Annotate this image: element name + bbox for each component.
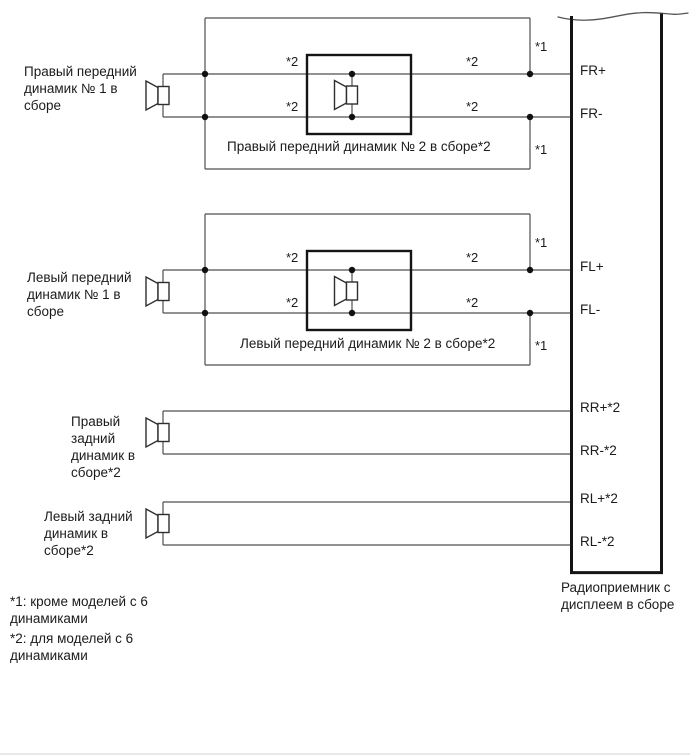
star2-annotation: *2 (286, 54, 299, 69)
fl-speaker2-icon (333, 275, 359, 307)
rr-wires (162, 410, 571, 455)
label-front-left-speaker1: Левый передний динамик № 1 в сборе (27, 270, 132, 319)
torn-edge-line (557, 11, 689, 21)
junction-dot (201, 70, 209, 78)
radio-unit-box (557, 11, 689, 575)
star1-annotation: *1 (535, 235, 548, 250)
port-label-fr-minus: FR- (580, 106, 603, 121)
junction-dot (526, 70, 534, 78)
star2-annotation: *2 (286, 295, 299, 310)
star2-annotation: *2 (286, 99, 299, 114)
rl-wires (162, 501, 571, 546)
label-rear-left-speaker: Левый задний динамик в сборе*2 (44, 509, 133, 558)
front-left-circuit (145, 213, 571, 366)
front-right-circuit (145, 17, 571, 170)
star2-annotation: *2 (466, 250, 479, 265)
fr-wires (162, 73, 571, 118)
star2-annotation: *2 (466, 54, 479, 69)
junction-dot (201, 266, 209, 274)
junction-dot (348, 309, 356, 317)
label-front-left-speaker2: Левый передний динамик № 2 в сборе*2 (240, 336, 496, 351)
label-radio-unit: Радиоприемник с дисплеем в сборе (561, 580, 675, 612)
fl-wires (162, 269, 571, 314)
fr-bypass-loop (204, 17, 531, 170)
star2-annotation: *2 (286, 250, 299, 265)
label-rear-right-speaker: Правый задний динамик в сборе*2 (71, 414, 136, 480)
port-label-rr-minus: RR-*2 (580, 443, 617, 458)
label-front-right-speaker2: Правый передний динамик № 2 в сборе*2 (227, 139, 491, 154)
footnote-star2: *2: для моделей с 6 динамиками (10, 631, 134, 663)
star2-annotation: *2 (466, 295, 479, 310)
junction-dot (348, 266, 356, 274)
page-bottom-edge (0, 753, 690, 755)
port-label-rr-plus: RR+*2 (580, 400, 621, 415)
star2-annotation: *2 (466, 99, 479, 114)
port-label-fl-minus: FL- (580, 302, 601, 317)
rear-left-circuit (145, 501, 571, 546)
fl-speaker2-box (305, 249, 413, 332)
fl-bypass-loop (204, 213, 531, 366)
fr-speaker2-box (305, 53, 413, 136)
star1-annotation: *1 (535, 39, 548, 54)
fr-speaker2-icon (333, 79, 359, 111)
junction-dot (526, 309, 534, 317)
port-label-fl-plus: FL+ (580, 259, 604, 274)
footnote-star1: *1: кроме моделей с 6 динамиками (10, 594, 148, 626)
port-label-rl-minus: RL-*2 (580, 534, 615, 549)
junction-dot (201, 113, 209, 121)
port-label-fr-plus: FR+ (580, 63, 606, 78)
port-label-rl-plus: RL+*2 (580, 491, 618, 506)
rear-right-circuit (145, 410, 571, 455)
fl-junction-dots (201, 266, 534, 317)
junction-dot (526, 266, 534, 274)
label-front-right-speaker1: Правый передний динамик № 1 в сборе (24, 64, 137, 113)
star1-annotation: *1 (535, 142, 548, 157)
junction-dot (201, 309, 209, 317)
junction-dot (348, 70, 356, 78)
junction-dot (348, 113, 356, 121)
fr-junction-dots (201, 70, 534, 121)
star1-annotation: *1 (535, 338, 548, 353)
junction-dot (526, 113, 534, 121)
